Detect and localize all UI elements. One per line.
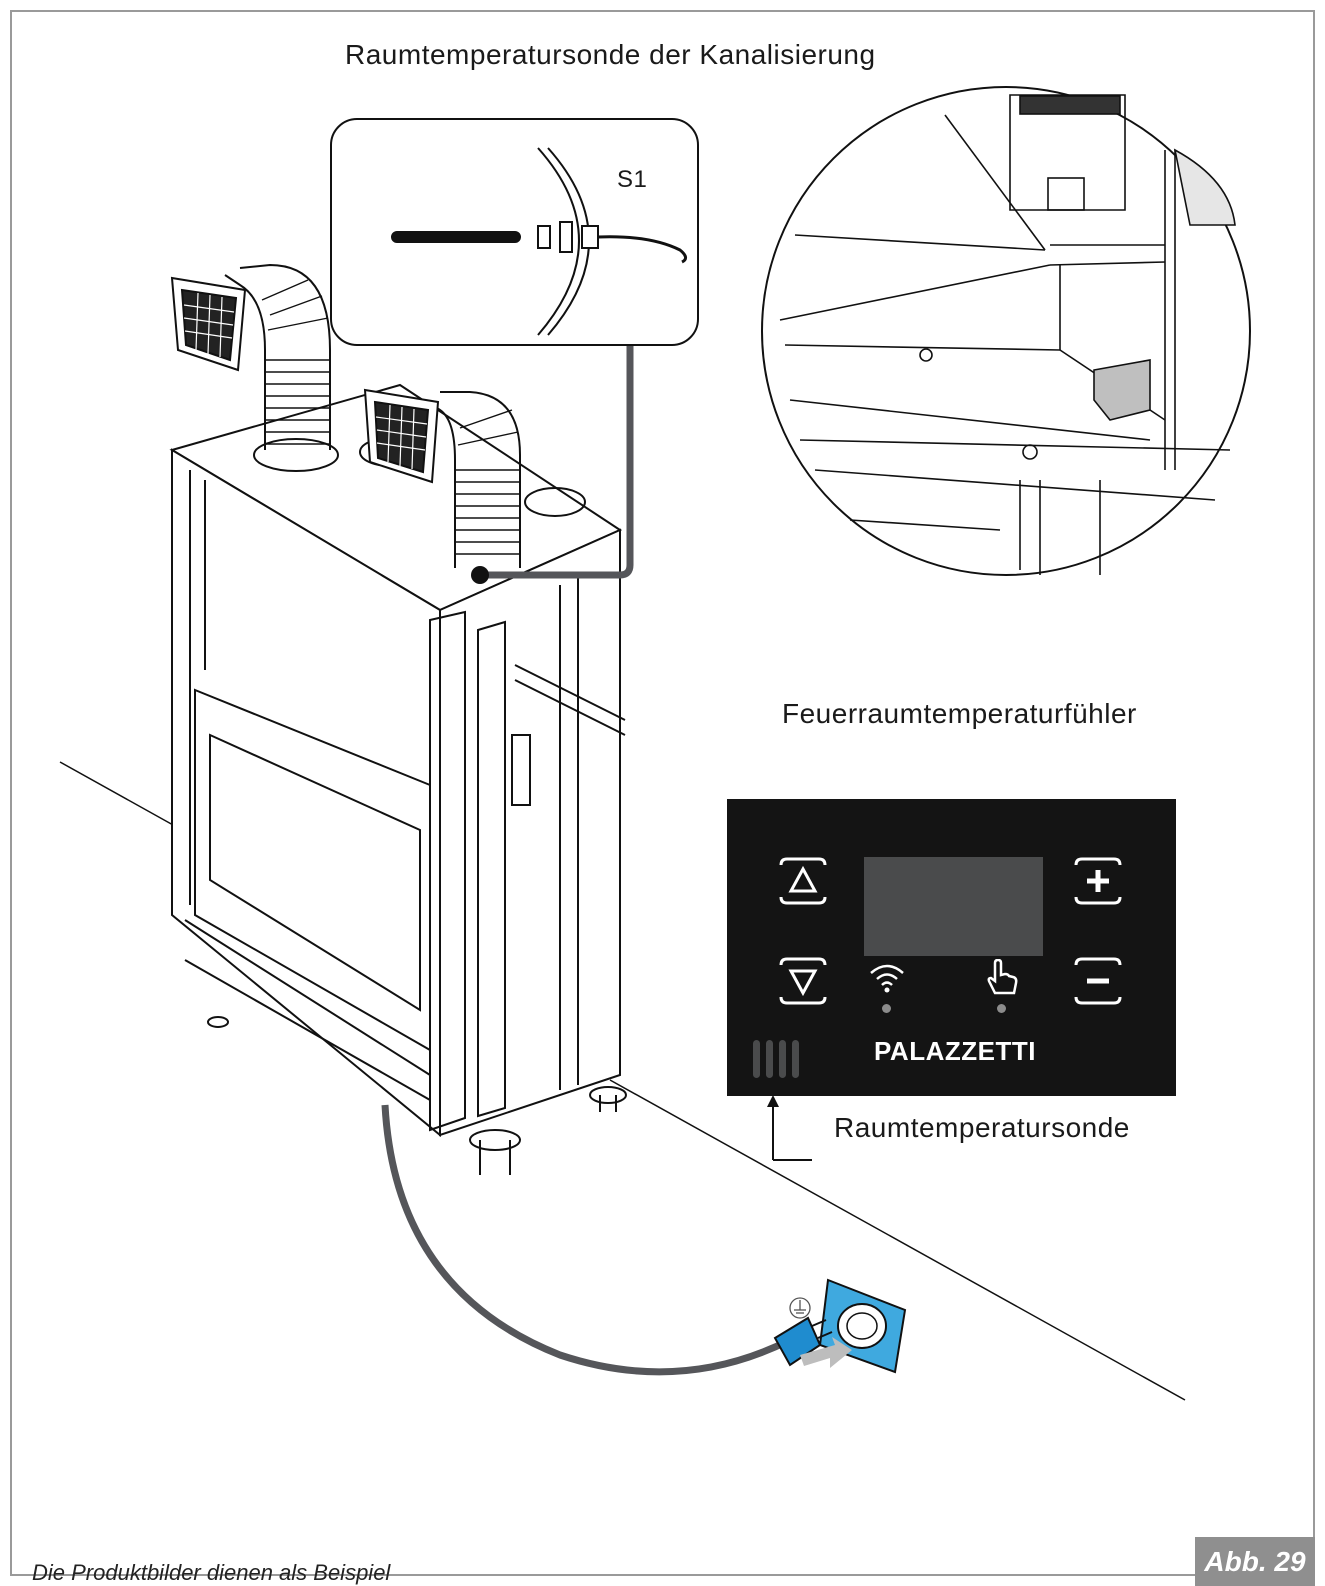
hand-led: [997, 1004, 1006, 1013]
vent-grille-left: [170, 276, 247, 372]
power-cable: [381, 1104, 792, 1376]
arrow-down-icon: [788, 969, 818, 997]
hand-pointer-icon: [987, 959, 1018, 995]
stove-body: [169, 383, 627, 1175]
power-plug: [773, 1316, 833, 1367]
brand-logo: PALAZZETTI: [874, 1036, 1036, 1066]
control-panel: PALAZZETTI: [727, 799, 1176, 1096]
room-probe-arrow-icon: [767, 1095, 779, 1107]
panel-display: [864, 857, 1043, 956]
figure-frame: [10, 10, 1315, 1576]
duct-right: [424, 391, 521, 568]
label-s1: S1: [617, 166, 648, 193]
earth-symbol-icon: [789, 1297, 811, 1319]
up-button[interactable]: [777, 855, 829, 907]
insert-arrow-icon: [800, 1337, 852, 1368]
probe-cable: [480, 345, 634, 579]
probe-point: [471, 566, 489, 584]
detail-magnifier: [761, 86, 1251, 576]
floor-line-right: [609, 1079, 1186, 1401]
probe-sensor-detail: [391, 147, 687, 336]
figure-number: Abb. 29: [1195, 1537, 1315, 1586]
down-button[interactable]: [777, 955, 829, 1007]
label-firebox-probe: Feuerraumtemperaturfühler: [782, 698, 1137, 729]
detail-drawing: [779, 94, 1236, 575]
label-room-probe: Raumtemperatursonde: [834, 1112, 1130, 1143]
footer-note: Die Produktbilder dienen als Beispiel: [32, 1560, 391, 1585]
plus-icon: [1087, 870, 1109, 892]
wifi-icon: [870, 964, 904, 993]
plus-button[interactable]: [1072, 855, 1124, 907]
minus-button[interactable]: [1072, 955, 1124, 1007]
arrow-up-icon: [788, 865, 818, 893]
wifi-led: [882, 1004, 891, 1013]
label-probe-channel: Raumtemperatursonde der Kanalisierung: [345, 39, 876, 70]
vent-grille-right: [363, 388, 440, 484]
duct-left: [224, 263, 331, 450]
room-probe-vent: [753, 1040, 799, 1078]
